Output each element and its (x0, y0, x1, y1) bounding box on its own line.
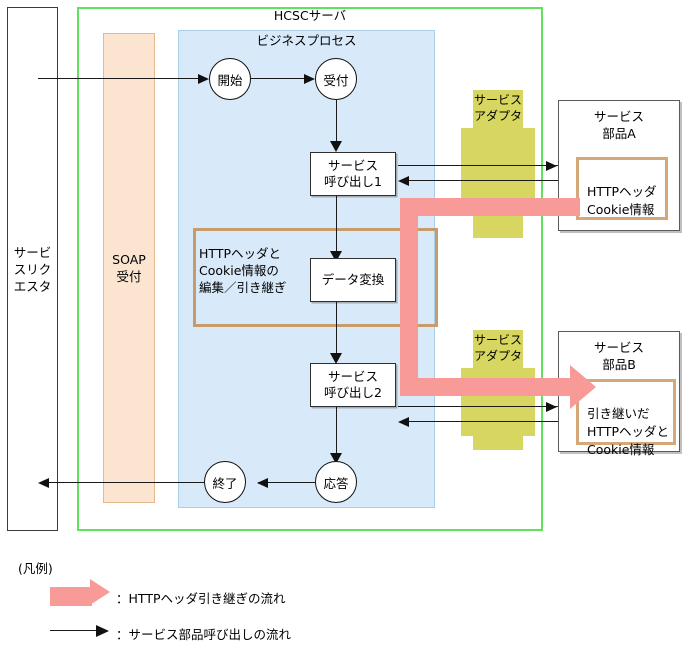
pink-flow-arrowhead (570, 365, 596, 409)
request-in-arrowhead (198, 73, 209, 84)
node-response: 応答 (315, 461, 357, 503)
node-data-transform-label: データ変換 (321, 272, 385, 287)
node-service-call-1: サービス 呼び出し1 (310, 152, 396, 196)
call1-to-transform-arrowhead (330, 251, 342, 262)
componentA-to-call1-arrowhead (398, 175, 409, 186)
legend-thin-description: ：サービス部品呼び出しの流れ (116, 627, 292, 642)
call2-to-response-arrowhead (330, 453, 342, 464)
start-to-accept-arrowhead (304, 73, 315, 84)
legend-thin-arrow-shaft (50, 630, 98, 631)
hcsc-server-frame (77, 7, 543, 531)
node-start: 開始 (209, 58, 251, 100)
call2-to-componentB-arrowhead (546, 401, 557, 412)
pink-flow-segment-bottom (400, 378, 570, 396)
service-requester-box: サービ スリク エスタ (7, 7, 58, 531)
response-out-arrowhead (38, 477, 49, 488)
start-to-accept-line (251, 78, 307, 79)
node-end-label: 終了 (212, 475, 238, 491)
response-out-line (48, 482, 205, 483)
response-to-end-line (258, 482, 316, 483)
call1-to-transform-line (336, 196, 337, 253)
legend-title: (凡例) (18, 561, 53, 576)
service-component-a-inner-box: HTTPヘッダ Cookie情報 (576, 157, 668, 220)
accept-to-call1-arrowhead (330, 141, 342, 152)
response-to-end-arrowhead (257, 477, 268, 488)
legend-thin-arrow-head-icon (96, 625, 109, 637)
call2-to-componentB-line (398, 406, 562, 407)
legend-pink-description: ：HTTPヘッダ引き継ぎの流れ (116, 591, 286, 606)
service-requester-label: サービ スリク エスタ (13, 244, 52, 294)
call1-to-componentA-arrowhead (546, 160, 557, 171)
componentA-to-call1-line (406, 180, 562, 181)
service-component-a-inner-label: HTTPヘッダ Cookie情報 (587, 184, 657, 217)
call1-to-componentA-line (398, 165, 562, 166)
service-component-b-inner-box: 引き継いだ HTTPヘッダと Cookie情報 (576, 379, 676, 457)
business-process-title: ビジネスプロセス (256, 33, 357, 48)
legend-pink-arrow-head-icon (90, 579, 110, 605)
pink-flow-segment-top (400, 198, 580, 216)
service-component-b-title: サービス 部品B (593, 340, 644, 372)
accept-to-call1-line (336, 100, 337, 143)
service-adapter-1-label: サービス アダプタ (473, 93, 522, 123)
soap-reception-column: SOAP 受付 (103, 33, 155, 503)
node-accept: 受付 (315, 58, 357, 100)
componentB-to-call2-arrowhead (398, 416, 409, 427)
service-component-a-title: サービス 部品A (593, 109, 644, 141)
legend-pink-arrow-shaft (50, 587, 92, 606)
transform-to-call2-arrowhead (330, 353, 342, 364)
node-start-label: 開始 (217, 72, 243, 88)
service-component-a: サービス 部品A HTTPヘッダ Cookie情報 (558, 100, 680, 231)
call2-to-response-line (336, 407, 337, 455)
service-component-b-inner-label: 引き継いだ HTTPヘッダと Cookie情報 (587, 406, 669, 457)
soap-reception-label: SOAP 受付 (112, 252, 146, 284)
componentB-to-call2-line (406, 421, 562, 422)
header-handover-group-box (193, 228, 438, 327)
node-service-call-2: サービス 呼び出し2 (310, 363, 396, 407)
hcsc-server-title: HCSCサーバ (273, 8, 347, 23)
node-service-call-1-label: サービス 呼び出し1 (324, 158, 382, 189)
transform-to-call2-line (336, 302, 337, 355)
pink-flow-segment-vertical (400, 198, 418, 396)
request-in-line (38, 78, 202, 79)
node-data-transform: データ変換 (310, 258, 396, 302)
node-end: 終了 (204, 461, 246, 503)
header-handover-group-label: HTTPヘッダと Cookie情報の 編集／引き継ぎ (199, 246, 287, 295)
service-adapter-2-label: サービス アダプタ (473, 333, 522, 363)
node-accept-label: 受付 (323, 72, 349, 88)
node-service-call-2-label: サービス 呼び出し2 (324, 369, 382, 400)
node-response-label: 応答 (323, 475, 349, 491)
